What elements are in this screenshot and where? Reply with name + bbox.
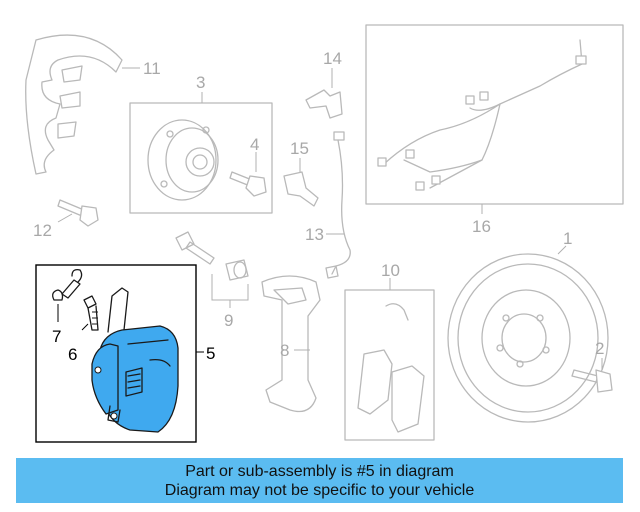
part-3-wheel-hub[interactable]: 3: [129, 73, 273, 214]
part-2-rotor-screw[interactable]: 2: [571, 339, 613, 393]
part-14-bracket[interactable]: 14: [305, 49, 343, 119]
info-banner: Part or sub-assembly is #5 in diagram Di…: [16, 458, 623, 503]
part-15-sensor[interactable]: 15: [283, 139, 319, 207]
part-12-bolt[interactable]: 12: [33, 199, 99, 240]
part-10-brake-pads[interactable]: 10: [344, 261, 435, 441]
part-5-caliper-assembly[interactable]: 5 7 6: [35, 264, 215, 443]
banner-line-2: Diagram may not be specific to your vehi…: [164, 481, 475, 499]
callout-15: 15: [290, 139, 309, 158]
part-1-brake-rotor[interactable]: 1: [447, 229, 609, 423]
callout-8: 8: [280, 341, 289, 360]
part-6-bleeder-screw[interactable]: 6: [68, 295, 99, 364]
callout-1: 1: [563, 229, 572, 248]
callout-14: 14: [323, 49, 342, 68]
callout-16: 16: [472, 217, 491, 236]
part-7-bleeder-cap[interactable]: 7: [52, 268, 83, 346]
part-16-sensor-harness[interactable]: 16: [365, 24, 624, 236]
callout-11: 11: [143, 59, 161, 78]
callout-5: 5: [206, 344, 215, 363]
part-4-hub-bolt[interactable]: 4: [229, 135, 267, 197]
callout-2: 2: [595, 339, 604, 358]
part-9-guide-pins[interactable]: 9: [175, 231, 249, 330]
callout-3: 3: [196, 73, 205, 92]
banner-line-1: Part or sub-assembly is #5 in diagram: [185, 462, 454, 480]
callout-4: 4: [250, 135, 259, 154]
callout-9: 9: [224, 311, 233, 330]
callout-7: 7: [52, 327, 61, 346]
highlight-frame: [35, 264, 197, 443]
part-13-brake-hose[interactable]: 13: [305, 131, 351, 279]
part-8-caliper-carrier[interactable]: 8: [261, 275, 321, 413]
callout-10: 10: [381, 261, 400, 280]
callout-12: 12: [33, 221, 52, 240]
callout-6: 6: [68, 345, 77, 364]
part-11-splash-shield[interactable]: 11: [25, 34, 161, 175]
callout-13: 13: [305, 225, 324, 244]
